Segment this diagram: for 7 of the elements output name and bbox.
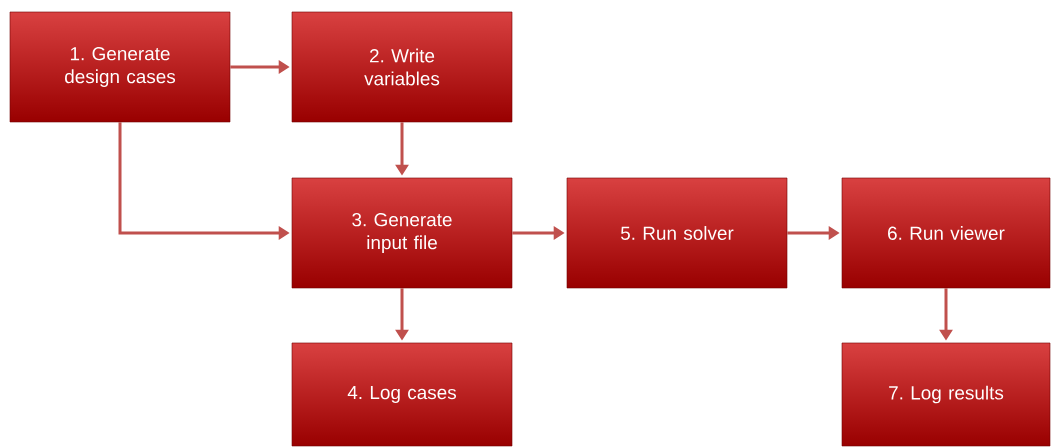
process-box: 5. Run solver xyxy=(566,177,788,289)
process-box: 1. Generate design cases xyxy=(9,11,231,123)
process-box: 2. Write variables xyxy=(291,11,513,123)
process-box: 4. Log cases xyxy=(291,342,513,447)
process-box: 3. Generate input file xyxy=(291,177,513,289)
process-box: 6. Run viewer xyxy=(841,177,1051,289)
process-box: 7. Log results xyxy=(841,342,1051,447)
